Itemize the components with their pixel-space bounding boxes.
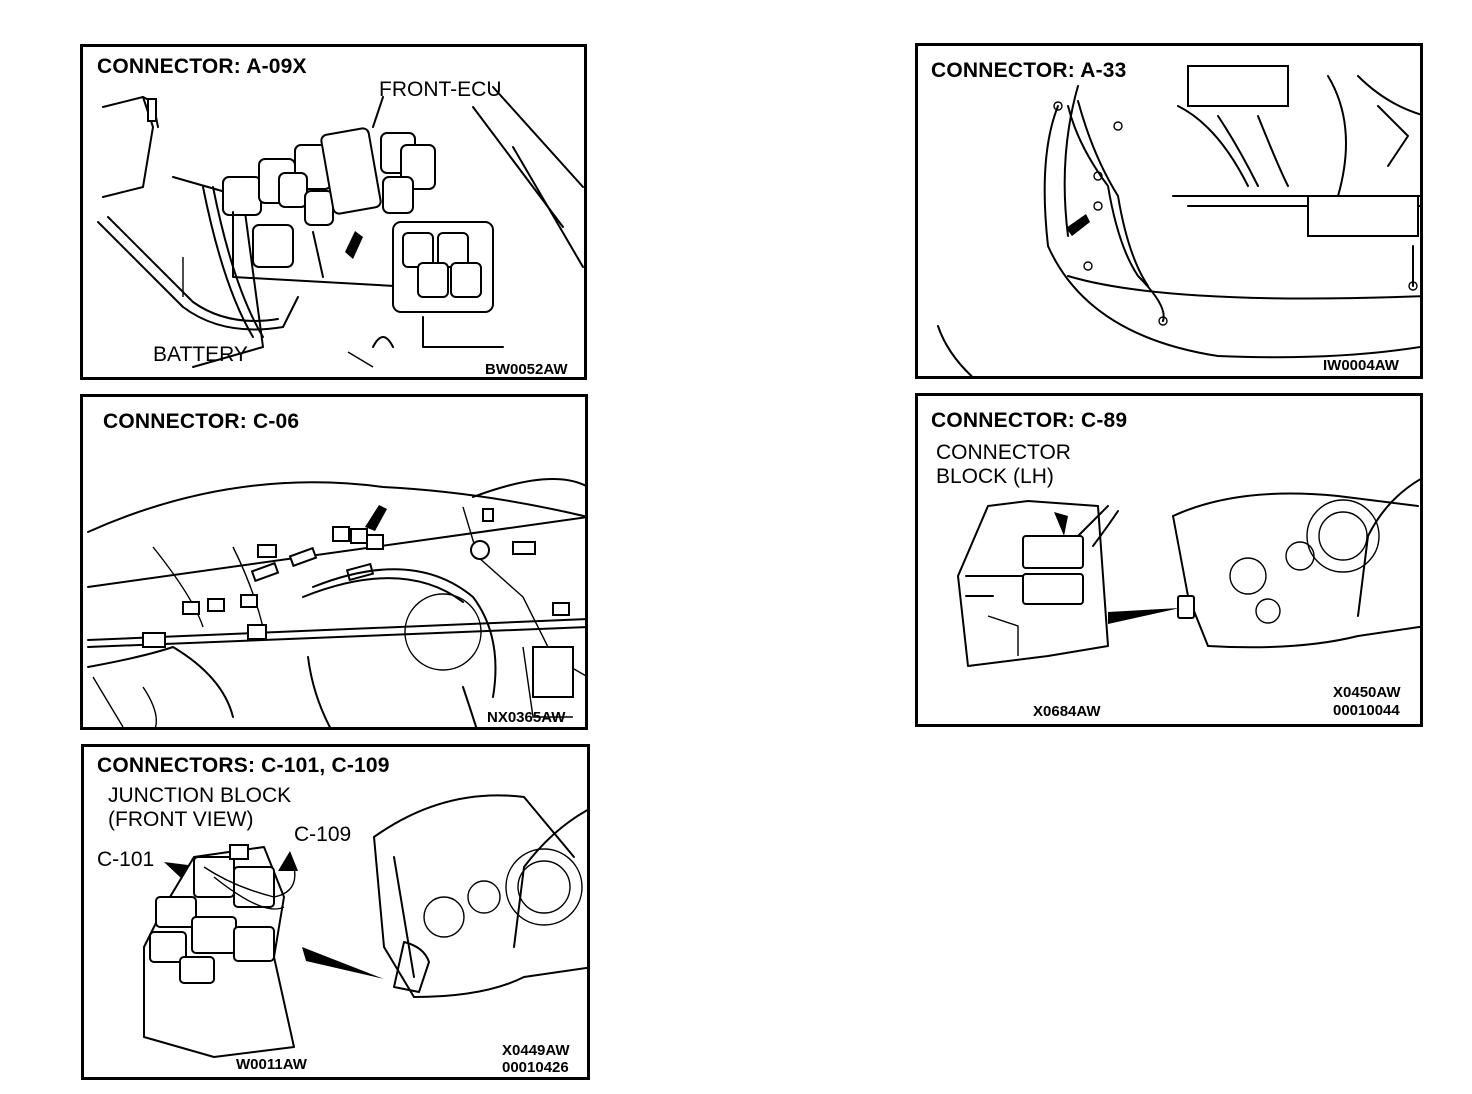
- panel-connector-c89: CONNECTOR: C-89 CONNECTOR BLOCK (LH) X06…: [915, 393, 1423, 727]
- panel-connector-a09x: CONNECTOR: A-09X FRONT-ECU BATTERY BW005…: [80, 44, 587, 380]
- panel-connectors-c101-c109: CONNECTORS: C-101, C-109 JUNCTION BLOCK …: [81, 744, 590, 1080]
- figure-code-right: X0450AW: [1333, 684, 1401, 701]
- figure-code-right: X0449AW: [502, 1042, 570, 1059]
- figure-code: IW0004AW: [1323, 357, 1399, 374]
- panel-connector-a33: CONNECTOR: A-33 IW0004AW: [915, 43, 1423, 379]
- c109-arrow-icon: [278, 851, 298, 871]
- a09x-arrow-icon: [345, 231, 363, 259]
- figure-code-number: 00010044: [1333, 702, 1400, 719]
- c109-label: C-109: [294, 823, 352, 846]
- figure-code-left: W0011AW: [236, 1056, 307, 1073]
- junction-block-label: JUNCTION BLOCK: [108, 784, 292, 807]
- c89-arrow-icon: [1054, 512, 1068, 536]
- front-view-label: (FRONT VIEW): [108, 808, 254, 831]
- figure-code-left: X0684AW: [1033, 703, 1101, 720]
- c06-arrow-icon: [365, 505, 387, 531]
- c101-label: C-101: [97, 848, 155, 871]
- block-lh-label: BLOCK (LH): [936, 465, 1054, 488]
- figure-code: NX0365AW: [487, 709, 566, 726]
- a33-arrow-icon: [1066, 214, 1090, 236]
- panel-title: CONNECTOR: A-09X: [97, 55, 307, 78]
- pointer-cone-icon: [302, 947, 384, 979]
- front-ecu-label: FRONT-ECU: [379, 78, 502, 101]
- connector-block-illustration: [957, 478, 1420, 667]
- connector-label: CONNECTOR: [936, 441, 1071, 464]
- panel-title: CONNECTOR: C-89: [931, 409, 1128, 432]
- front-bumper-harness-illustration: [937, 65, 1420, 376]
- pointer-cone-icon: [1108, 608, 1180, 624]
- dashboard-harness-illustration: [87, 478, 585, 727]
- panel-connector-c06: CONNECTOR: C-06 NX0365AW: [80, 394, 588, 730]
- panel-title: CONNECTOR: C-06: [103, 410, 300, 433]
- engine-bay-fuse-box-illustration: [97, 86, 584, 368]
- junction-block-illustration: [143, 794, 587, 1058]
- panel-title: CONNECTORS: C-101, C-109: [97, 754, 390, 777]
- figure-code-number: 00010426: [502, 1059, 569, 1076]
- figure-code: BW0052AW: [485, 361, 568, 378]
- battery-label: BATTERY: [153, 343, 248, 366]
- panel-title: CONNECTOR: A-33: [931, 59, 1127, 82]
- c101-arrow-icon: [164, 862, 188, 879]
